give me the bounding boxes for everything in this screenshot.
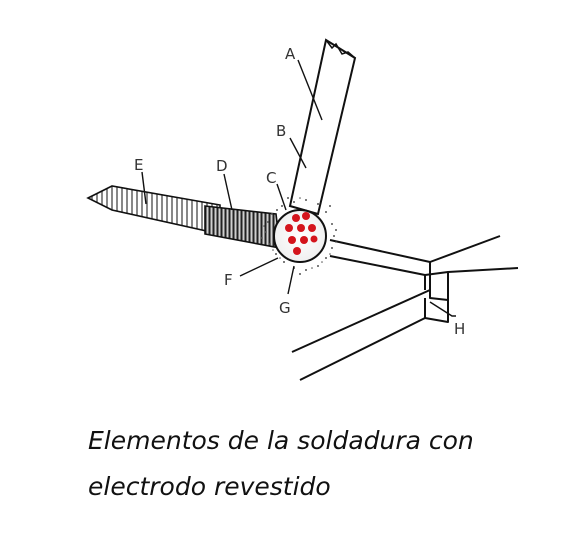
leader-lines	[141, 59, 456, 317]
metal-droplets	[285, 212, 318, 255]
weld-deposit-D	[204, 205, 281, 249]
label-C: C	[266, 169, 276, 187]
label-D: D	[216, 157, 228, 175]
label-H: H	[454, 320, 465, 338]
spatter-cloud	[261, 197, 337, 275]
base-plates	[291, 235, 519, 381]
electrode	[288, 38, 357, 216]
label-A: A	[285, 45, 296, 63]
label-E: E	[134, 156, 143, 174]
weld-bead-E	[86, 185, 221, 235]
caption-line-2: electrodo revestido	[88, 472, 331, 501]
label-B: B	[276, 122, 286, 140]
welding-diagram: A B C D E F G H	[86, 38, 519, 381]
arc-zone	[273, 209, 327, 263]
label-G: G	[279, 299, 291, 317]
label-F: F	[224, 271, 233, 289]
caption-line-1: Elementos de la soldadura con	[88, 426, 474, 455]
figure-caption: Elementos de la soldadura con electrodo …	[88, 418, 548, 510]
